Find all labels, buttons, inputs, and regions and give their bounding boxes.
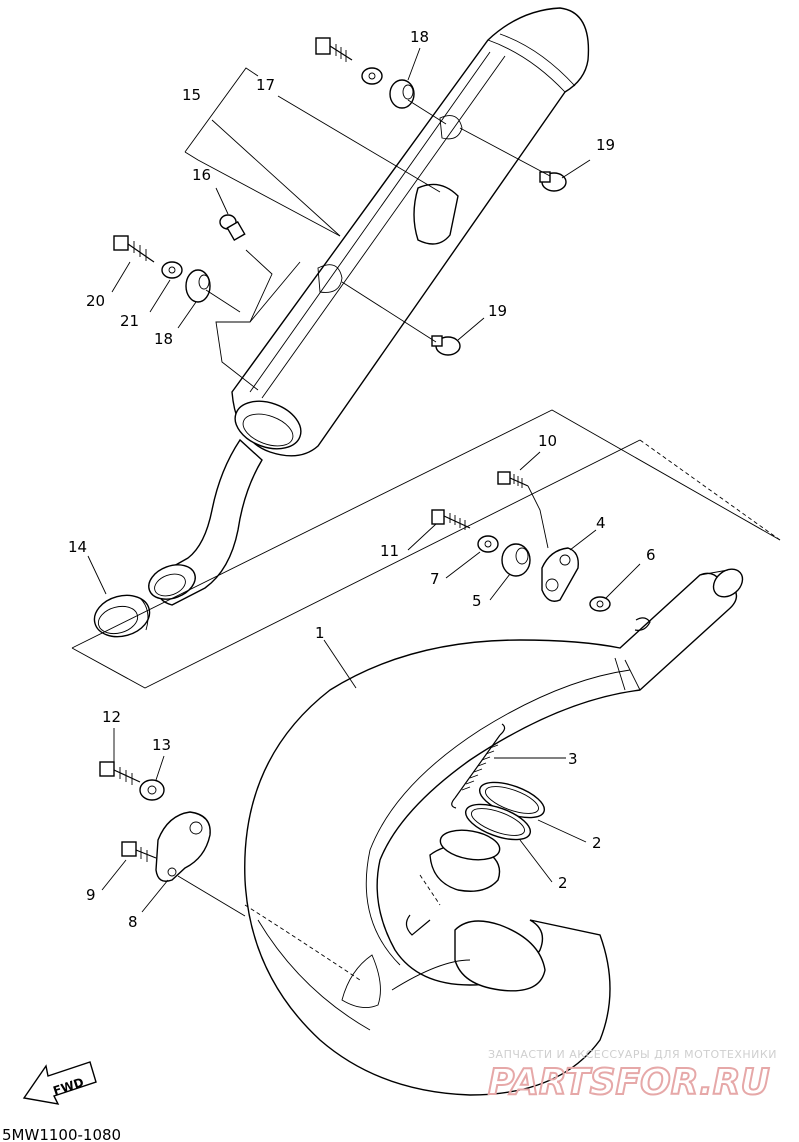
callout-18-upper: 18 bbox=[410, 28, 429, 46]
callout-8: 8 bbox=[128, 913, 138, 931]
callout-21: 21 bbox=[120, 312, 139, 330]
rubber-damper bbox=[501, 543, 531, 577]
washer-upper bbox=[361, 67, 383, 85]
o-ring-lower bbox=[464, 803, 532, 841]
callout-labels: 1 2 2 3 4 5 6 7 8 9 10 11 12 13 14 15 16… bbox=[68, 28, 656, 931]
callout-11: 11 bbox=[380, 542, 399, 560]
callout-1: 1 bbox=[315, 624, 325, 642]
callout-20: 20 bbox=[86, 292, 105, 310]
silencer-assembly bbox=[148, 7, 590, 606]
callout-16: 16 bbox=[192, 166, 211, 184]
grommet-18-lower bbox=[185, 269, 211, 303]
watermark-brand: PARTSFOR.RU bbox=[488, 1062, 770, 1103]
collar-19-upper bbox=[539, 171, 567, 192]
mounting-bracket bbox=[541, 547, 579, 602]
washer-13 bbox=[139, 779, 165, 801]
callout-4: 4 bbox=[596, 514, 606, 532]
watermark-tagline: ЗАПЧАСТИ И АКСЕССУАРЫ ДЛЯ МОТОТЕХНИКИ bbox=[488, 1048, 777, 1061]
watermark: ЗАПЧАСТИ И АКСЕССУАРЫ ДЛЯ МОТОТЕХНИКИ PA… bbox=[487, 1048, 777, 1104]
callout-15: 15 bbox=[182, 86, 201, 104]
collar-washer bbox=[589, 596, 611, 612]
bolt-9 bbox=[121, 841, 157, 862]
expansion-chamber bbox=[244, 568, 744, 1096]
callout-7: 7 bbox=[430, 570, 440, 588]
washer-21 bbox=[161, 261, 183, 279]
grommet-18-upper bbox=[389, 79, 415, 109]
exhaust-spring bbox=[451, 723, 506, 809]
callout-6: 6 bbox=[646, 546, 656, 564]
fwd-arrow: FWD bbox=[22, 1061, 97, 1105]
screw-16 bbox=[219, 214, 246, 242]
callout-19-lower: 19 bbox=[488, 302, 507, 320]
bracket-8 bbox=[155, 811, 211, 882]
callout-12: 12 bbox=[102, 708, 121, 726]
callout-9: 9 bbox=[86, 886, 96, 904]
bolt-10 bbox=[497, 471, 529, 488]
bolt-11 bbox=[431, 509, 471, 530]
exhaust-gasket bbox=[93, 594, 151, 638]
callout-19-upper: 19 bbox=[596, 136, 615, 154]
callout-13: 13 bbox=[152, 736, 171, 754]
bolt-upper bbox=[315, 37, 353, 62]
drawing-code: 5MW1100-1080 bbox=[2, 1126, 121, 1142]
washer-7 bbox=[477, 535, 499, 553]
bolt-20 bbox=[113, 235, 155, 263]
callout-18-lower: 18 bbox=[154, 330, 173, 348]
callout-3: 3 bbox=[568, 750, 578, 768]
callout-2-lower: 2 bbox=[558, 874, 568, 892]
callout-5: 5 bbox=[472, 592, 482, 610]
bolt-12 bbox=[99, 761, 141, 785]
callout-14: 14 bbox=[68, 538, 87, 556]
callout-2-upper: 2 bbox=[592, 834, 602, 852]
leader-lines bbox=[71, 47, 781, 917]
callout-10: 10 bbox=[538, 432, 557, 450]
collar-19-lower bbox=[431, 335, 461, 356]
callout-17: 17 bbox=[256, 76, 275, 94]
